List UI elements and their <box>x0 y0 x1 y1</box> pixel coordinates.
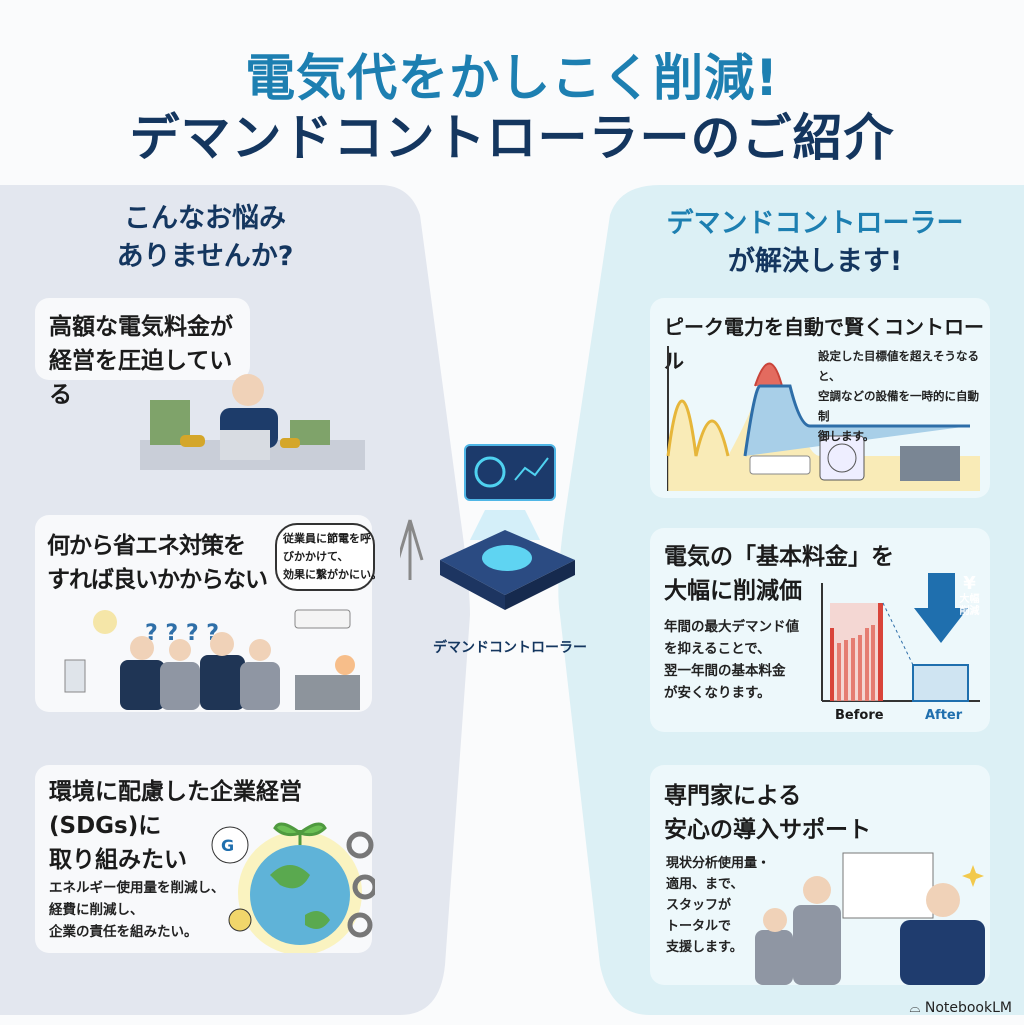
right-heading-line-1: デマンドコントローラー <box>666 208 964 239</box>
bubble-text: 従業員に節電を呼 <box>283 532 371 545</box>
card-body: 翌一年間の基本料金 <box>664 663 786 679</box>
earth-sprout-illustration: G <box>211 822 375 953</box>
consultants-illustration <box>755 852 985 985</box>
yen-icon: ¥ <box>963 573 976 594</box>
solution-card-expert-support: 専門家による 安心の導入サポート 現状分析使用量・ 適用、まで、 スタッフが ト… <box>650 765 990 985</box>
card-title: 電気の「基本料金」を <box>664 544 894 570</box>
stressed-businessman-illustration <box>140 374 365 470</box>
card-title: 大幅に削減価 <box>664 578 802 604</box>
card-title: すれば良いかからない <box>47 567 268 593</box>
card-body: 空調などの設備を一時的に自動制 <box>818 389 979 423</box>
before-label: Before <box>835 708 884 723</box>
problem-card-energy-saving: 何から省エネ対策を すれば良いかからない 従業員に節電を呼 びかかけて、 効果に… <box>35 515 382 712</box>
svg-text:G: G <box>221 836 234 855</box>
card-title: (SDGs)に <box>49 813 162 839</box>
confused-staff-illustration: ? ? ? ? <box>64 609 360 710</box>
arrow-text: 削減 <box>959 606 980 617</box>
notebooklm-logo-icon: ⌓ <box>909 1000 925 1016</box>
before-after-bar-illustration <box>821 573 980 702</box>
title-line-1: 電気代をかしこく削減! <box>245 49 779 107</box>
footer-brand: ⌓ NotebookLM <box>909 1000 1012 1016</box>
peak-cut-graph-illustration <box>666 346 980 491</box>
left-heading: こんなお悩み ありませんか? <box>60 200 350 276</box>
arrow-text: 大幅 <box>959 594 980 605</box>
card-body: 経費に削減し、 <box>49 902 144 918</box>
solution-card-base-fee: 電気の「基本料金」を 大幅に削減価 年間の最大デマンド値 を抑えることで、 翌一… <box>650 528 990 732</box>
card-body: が安くなります。 <box>664 685 771 701</box>
card-title: 経営を圧迫している <box>49 348 233 408</box>
card-title: 環境に配慮した企業経営 <box>49 779 302 805</box>
card-body: スタッフが <box>666 898 732 913</box>
card-body: 企業の責任を組みたい。 <box>49 924 198 940</box>
left-heading-line-1: こんなお悩み <box>124 203 286 234</box>
bubble-text: びかかけて、 <box>283 550 349 563</box>
card-title: 何から省エネ対策を <box>47 533 246 559</box>
reduction-arrow-label: ¥ 大幅 削減 <box>942 573 997 618</box>
problem-card-cost: 高額な電気料金が 経営を圧迫している <box>35 298 250 408</box>
bubble-text: 効果に繋がかにい。 <box>283 568 382 581</box>
left-heading-line-2: ありませんか? <box>116 241 294 272</box>
right-heading-line-2: が解決します! <box>727 246 903 277</box>
card-title: 高額な電気料金が <box>49 314 233 340</box>
demand-controller-device-illustration <box>400 444 575 610</box>
card-body: 年間の最大デマンド値 <box>664 619 799 635</box>
card-body: トータルで <box>666 919 732 934</box>
right-heading: デマンドコントローラー が解決します! <box>660 205 970 281</box>
brand-name: NotebookLM <box>924 1000 1012 1016</box>
title-line-2: デマンドコントローラーのご紹介 <box>129 109 895 167</box>
after-label: After <box>925 708 963 723</box>
card-title: 安心の導入サポート <box>664 817 871 843</box>
card-body: 適用、まで、 <box>666 877 744 892</box>
card-title: 専門家による <box>664 783 802 809</box>
card-title: 取り組みたい <box>49 847 187 873</box>
card-body: エネルギー使用量を削減し、 <box>49 880 225 896</box>
card-body: 御します。 <box>818 429 875 443</box>
thought-bubble: 従業員に節電を呼 びかかけて、 効果に繋がかにい。 <box>275 523 382 591</box>
card-body: 現状分析使用量・ <box>666 856 771 871</box>
card-body: 支援します。 <box>666 940 743 955</box>
problem-card-sdgs: 環境に配慮した企業経営 (SDGs)に 取り組みたい エネルギー使用量を削減し、… <box>35 765 375 953</box>
card-body: を抑えることで、 <box>664 641 771 657</box>
card-body: 設定した目標値を超えそうなると、 <box>818 349 979 383</box>
solution-card-peak-control: ピーク電力を自動で賢くコントロール 設定した目標値を超えそうなると、 空調などの… <box>650 298 990 498</box>
device-label: デマンドコントローラー <box>433 640 587 656</box>
